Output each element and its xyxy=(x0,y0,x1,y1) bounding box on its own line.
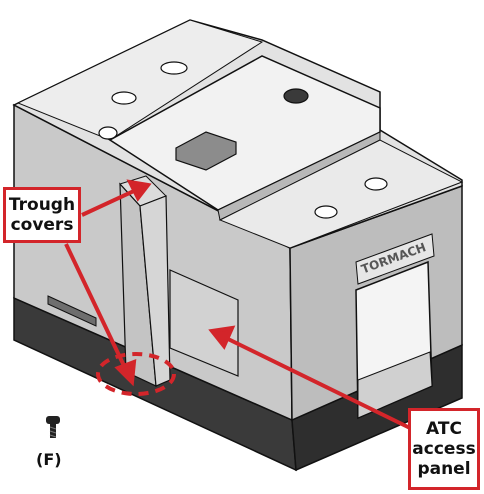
roof-port xyxy=(111,91,137,105)
roof-port xyxy=(314,205,338,219)
callout-line: panel xyxy=(417,459,471,479)
roof-window xyxy=(175,131,237,171)
trough-cover-column xyxy=(119,175,171,387)
trough-covers-callout: Trough covers xyxy=(3,187,81,243)
front-opening-floor xyxy=(357,351,433,419)
enclosure-roof xyxy=(12,19,464,249)
trough-callout-arrows xyxy=(64,179,152,387)
left-panel-slot xyxy=(47,295,97,327)
callout-line: Trough xyxy=(8,195,76,215)
trough-highlight-ring xyxy=(96,352,176,396)
atc-access-panel-callout: ATC access panel xyxy=(408,408,480,490)
fastener-label: (F) xyxy=(36,450,62,469)
brand-plate xyxy=(355,233,435,285)
fastener-icon xyxy=(46,416,60,438)
roof-port xyxy=(364,177,388,191)
callout-line: access xyxy=(412,439,476,459)
roof-vent xyxy=(283,88,309,104)
roof-port xyxy=(98,126,118,140)
callout-line: ATC xyxy=(426,419,462,439)
atc-callout-arrow xyxy=(208,325,411,430)
roof-port xyxy=(160,61,188,75)
callout-line: covers xyxy=(10,215,74,235)
atc-access-panel xyxy=(169,269,239,377)
center-roof-panel xyxy=(108,55,381,211)
